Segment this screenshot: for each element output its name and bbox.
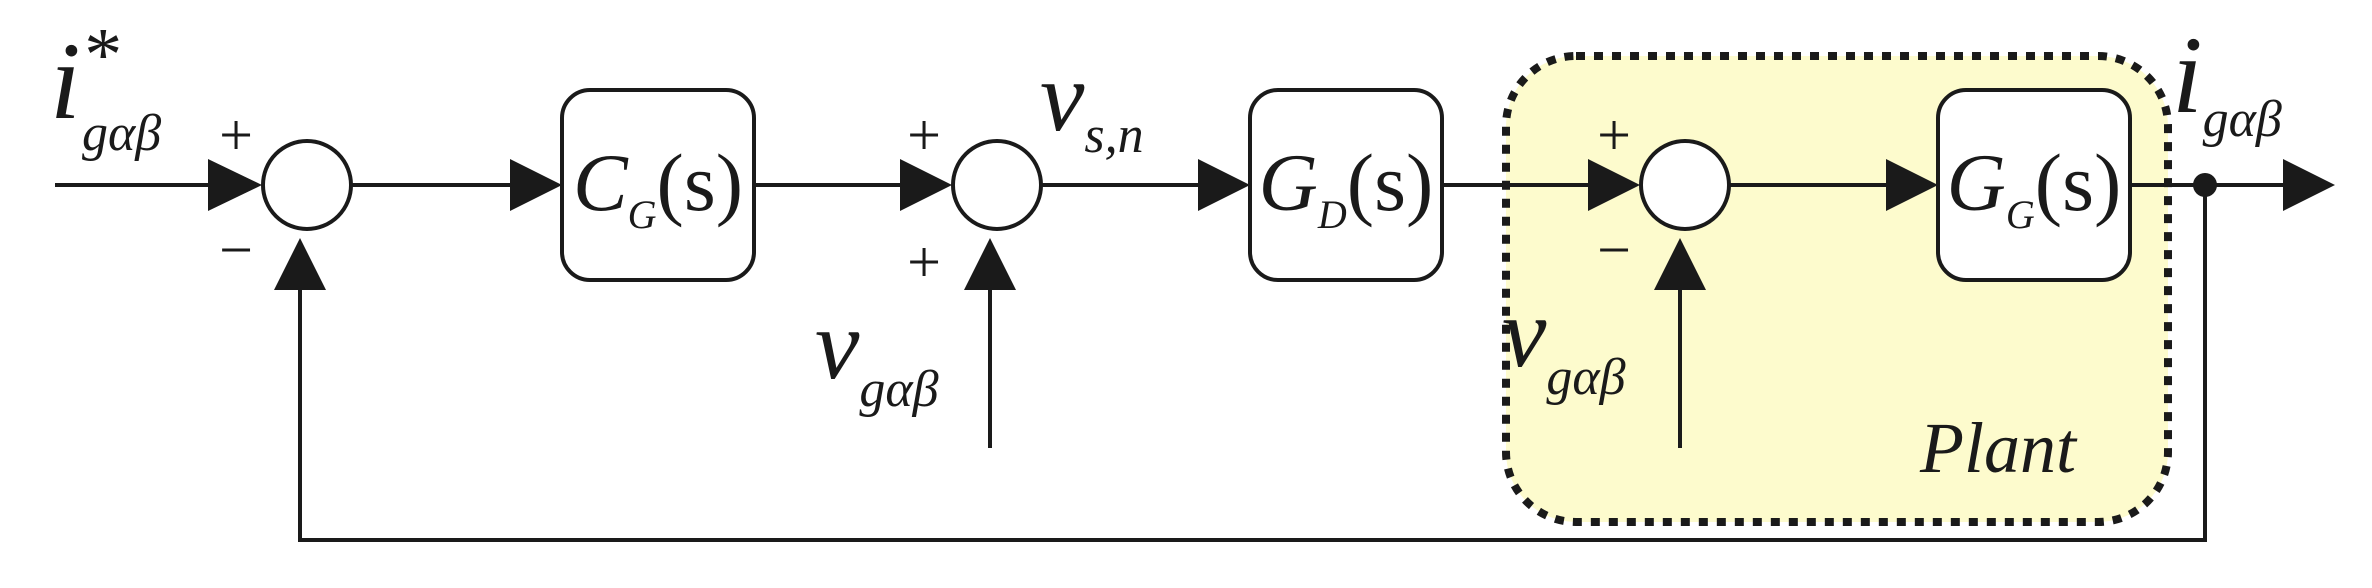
vg-label-1: vgαβ [815, 289, 939, 418]
sum1-minus-sign: − [219, 217, 253, 283]
output-arrow [2283, 159, 2335, 211]
vg1-arrow [964, 238, 1016, 290]
block-cg [560, 88, 756, 282]
sum-junction-2 [951, 139, 1043, 231]
arrow-into-cg [510, 159, 562, 211]
vg2-arrow [1654, 238, 1706, 290]
vsn-label: vs,n [1040, 41, 1144, 164]
feedback-line [298, 185, 2207, 542]
arrow-into-sum3 [1588, 159, 1640, 211]
sum-junction-1 [261, 139, 353, 231]
block-gg [1936, 88, 2132, 282]
sum3-plus-sign: + [1597, 102, 1631, 168]
arrow-into-gd [1198, 159, 1250, 211]
output-current-label: igαβ [2172, 14, 2282, 148]
sum2-plus-sign-bottom: + [907, 229, 941, 295]
sum-junction-3 [1639, 139, 1731, 231]
arrow-into-sum1 [208, 159, 262, 211]
feedback-arrow [274, 238, 326, 290]
block-gd-label: GD(s) [1259, 137, 1434, 237]
block-cg-label: CG(s) [573, 137, 743, 237]
plant-label: Plant [1919, 408, 2078, 488]
block-gg-label: GG(s) [1947, 137, 2122, 237]
arrow-into-gg [1886, 159, 1938, 211]
reference-current-label: i*gαβ [50, 13, 161, 162]
sum2-plus-sign-top: + [907, 102, 941, 168]
block-gd [1248, 88, 1444, 282]
vg-label-2: vgαβ [1502, 277, 1626, 406]
sum3-minus-sign: − [1597, 217, 1631, 283]
sum1-plus-sign: + [219, 102, 253, 168]
arrow-into-sum2 [900, 159, 952, 211]
